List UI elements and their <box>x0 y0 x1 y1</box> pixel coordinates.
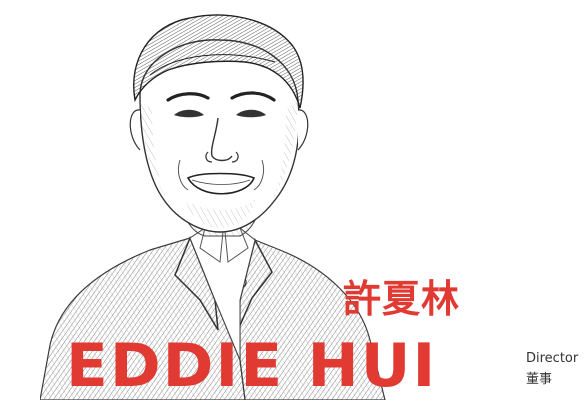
portrait-sketch <box>40 14 386 400</box>
role-chinese: 董事 <box>526 372 553 387</box>
role-english: Director <box>526 351 579 366</box>
smile <box>186 172 256 195</box>
name-english: EDDIE HUI <box>66 331 438 401</box>
name-chinese: 許夏林 <box>343 277 461 321</box>
hair <box>133 14 304 109</box>
